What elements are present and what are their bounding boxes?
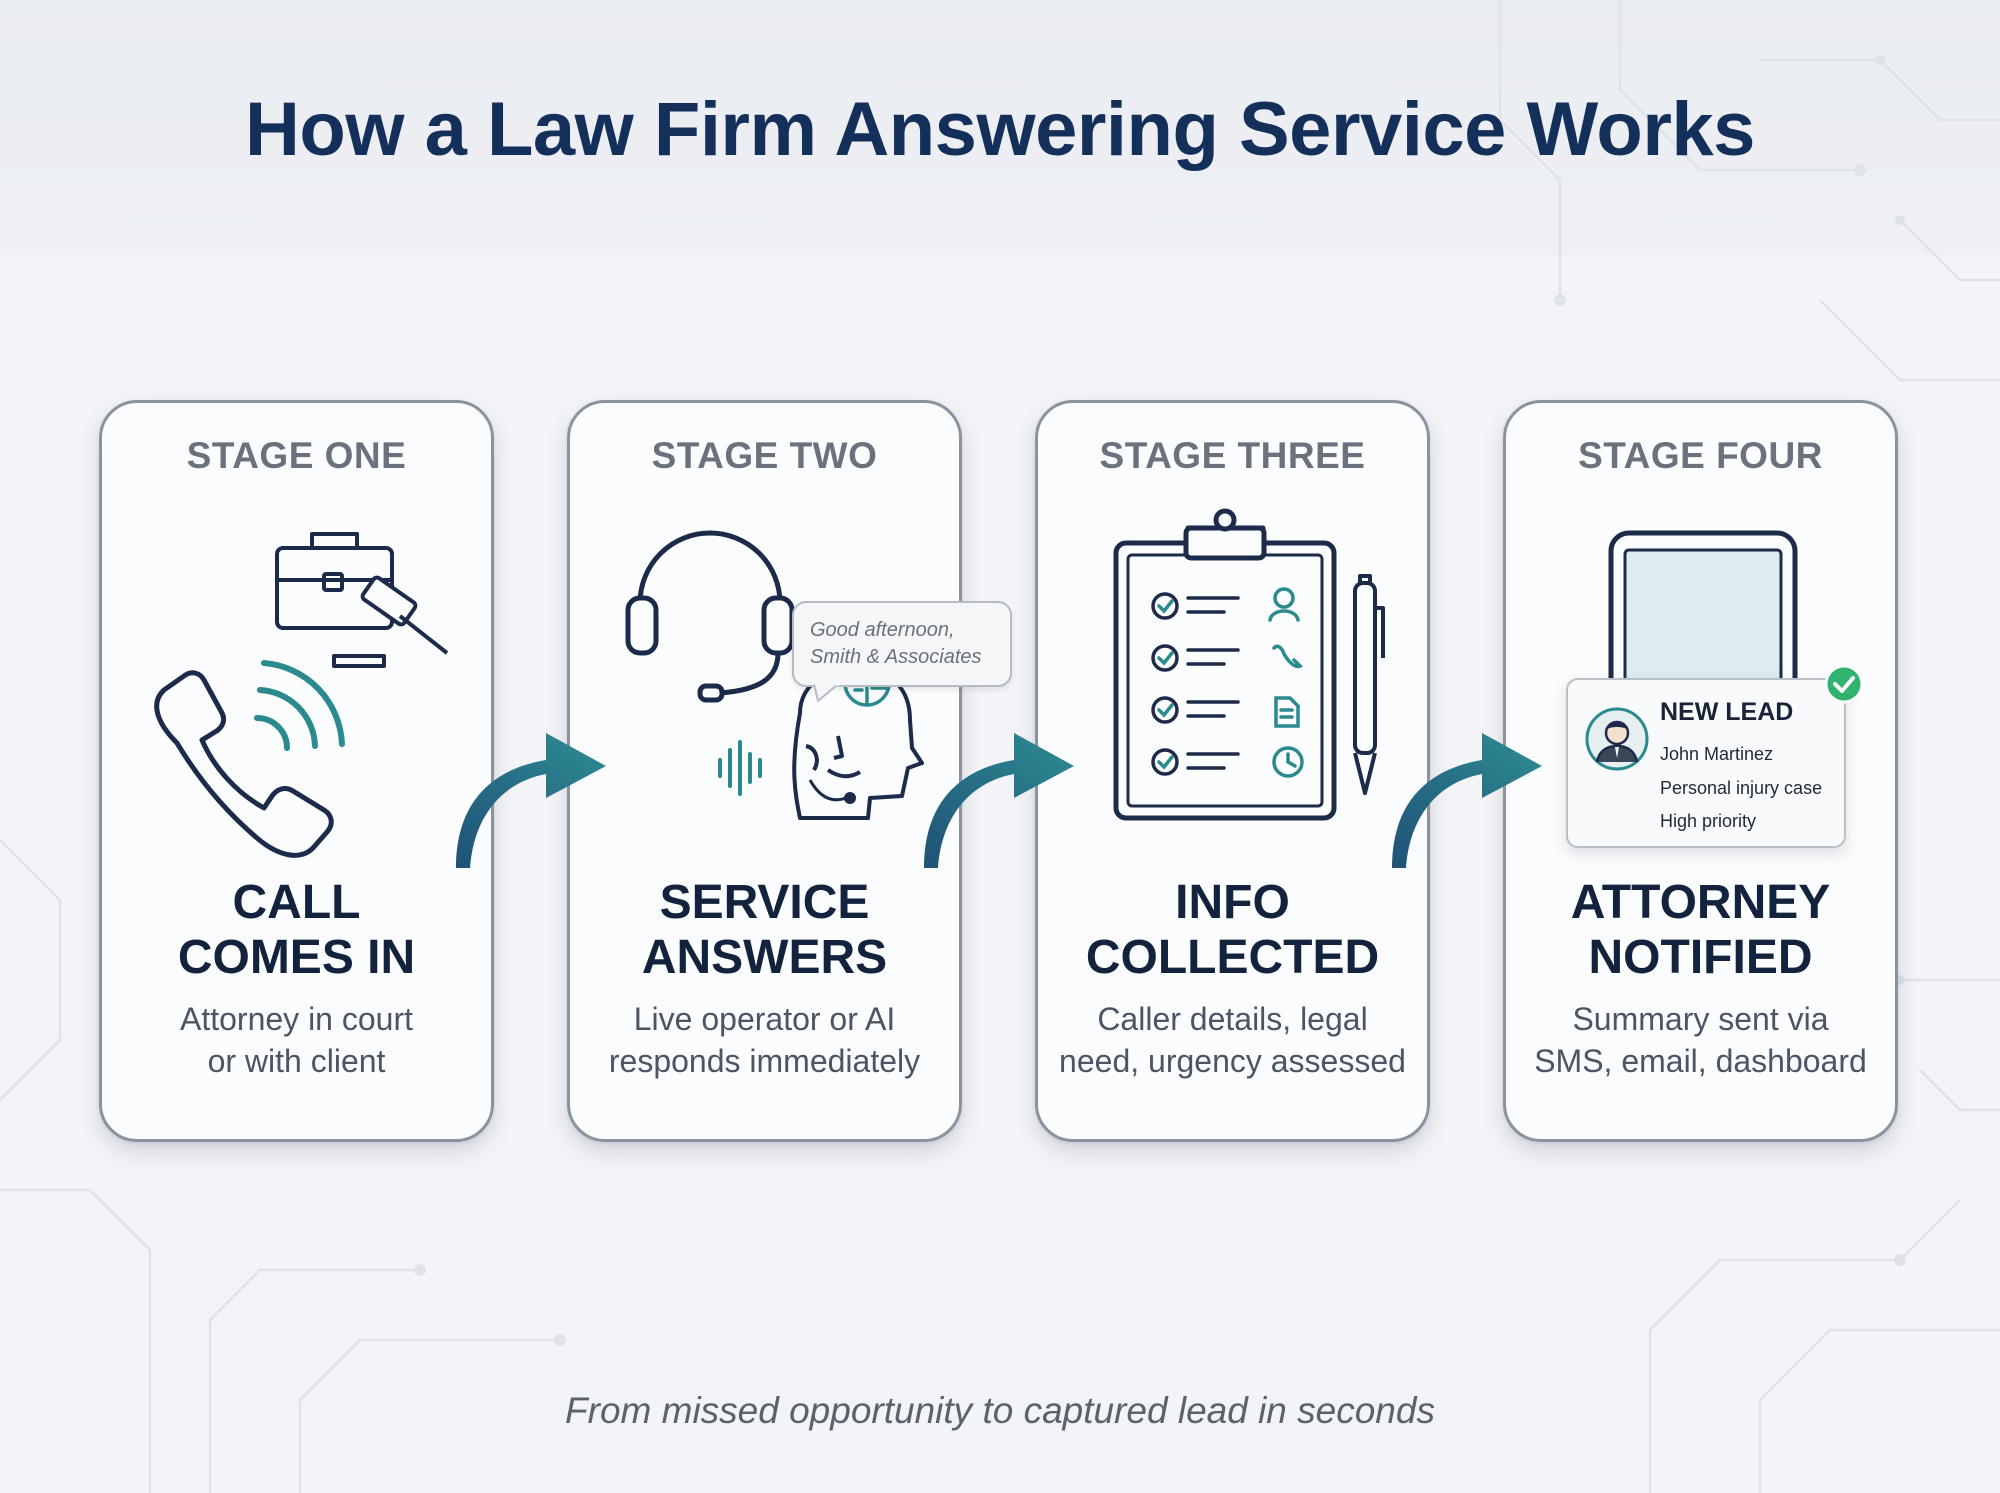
- stage-card-three: STAGE THREE: [1035, 400, 1430, 1142]
- heading-line: ATTORNEY: [1570, 876, 1831, 929]
- flow-arrow-icon: [456, 733, 606, 868]
- speech-tail-icon: [814, 684, 840, 702]
- stage-heading: SERVICE ANSWERS: [570, 875, 959, 985]
- description-line: Attorney in court: [180, 1001, 413, 1037]
- bubble-line: Good afternoon,: [810, 619, 955, 641]
- stage-description: Summary sent via SMS, email, dashboard: [1506, 998, 1895, 1082]
- lead-case: Personal injury case: [1660, 778, 1823, 798]
- stage-illustration: [1038, 498, 1427, 938]
- stage-label: STAGE THREE: [1099, 435, 1366, 476]
- stage-illustration: [102, 498, 491, 938]
- heading-line: INFO: [1175, 876, 1290, 929]
- stage-card-one: STAGE ONE CALL COM: [99, 400, 494, 1142]
- header-background: [0, 0, 2000, 255]
- checklist-rows: [1151, 587, 1304, 778]
- headset-icon: [625, 530, 795, 703]
- description-line: SMS, email, dashboard: [1534, 1043, 1867, 1079]
- description-line: responds immediately: [608, 1043, 921, 1079]
- gavel-icon: [332, 575, 449, 668]
- stage-description: Attorney in court or with client: [102, 998, 491, 1082]
- stage-description: Live operator or AI responds immediately: [570, 998, 959, 1082]
- lead-priority: High priority: [1660, 811, 1757, 831]
- stage-illustration: Good afternoon, Smith & Associates: [570, 498, 1012, 938]
- greeting-speech-bubble: Good afternoon, Smith & Associates: [792, 601, 1012, 702]
- bubble-line: Smith & Associates: [810, 646, 982, 668]
- heading-line: SERVICE: [659, 876, 870, 929]
- notification-title: NEW LEAD: [1660, 698, 1794, 726]
- page-title: How a Law Firm Answering Service Works: [245, 87, 1755, 172]
- flow-arrow-icon: [924, 733, 1074, 868]
- heading-line: ANSWERS: [641, 931, 888, 984]
- soundwave-icon: [718, 740, 762, 796]
- stage-heading: ATTORNEY NOTIFIED: [1506, 875, 1895, 985]
- heading-line: COLLECTED: [1085, 931, 1380, 984]
- signal-waves-icon: [254, 660, 345, 751]
- heading-line: CALL: [232, 876, 361, 929]
- footer-tagline: From missed opportunity to captured lead…: [565, 1390, 1435, 1431]
- stage-card-two: STAGE TWO: [567, 400, 1012, 1142]
- description-line: Live operator or AI: [633, 1001, 896, 1037]
- description-line: Caller details, legal: [1097, 1001, 1368, 1037]
- stage-label: STAGE FOUR: [1578, 435, 1823, 476]
- stage-heading: INFO COLLECTED: [1038, 875, 1427, 985]
- stage-label: STAGE TWO: [651, 435, 878, 476]
- clipboard-icon: [1113, 508, 1337, 821]
- heading-line: NOTIFIED: [1588, 931, 1813, 984]
- stage-card-four: STAGE FOUR NEW LEAD John Martinez Person…: [1503, 400, 1898, 1142]
- flow-arrow-icon: [1392, 733, 1542, 868]
- heading-line: COMES IN: [177, 931, 416, 984]
- pen-icon: [1353, 574, 1385, 795]
- description-line: need, urgency assessed: [1059, 1043, 1406, 1079]
- description-line: Summary sent via: [1572, 1001, 1829, 1037]
- description-line: or with client: [207, 1043, 386, 1079]
- new-lead-notification: NEW LEAD John Martinez Personal injury c…: [1566, 664, 1864, 848]
- stage-heading: CALL COMES IN: [102, 875, 491, 985]
- avatar-icon: [1585, 707, 1649, 771]
- phone-icon: [154, 670, 334, 858]
- stage-illustration: NEW LEAD John Martinez Personal injury c…: [1506, 498, 1895, 938]
- stage-label: STAGE ONE: [186, 435, 407, 476]
- lead-name: John Martinez: [1660, 744, 1774, 764]
- check-icon: [1824, 664, 1864, 704]
- stage-description: Caller details, legal need, urgency asse…: [1038, 998, 1427, 1082]
